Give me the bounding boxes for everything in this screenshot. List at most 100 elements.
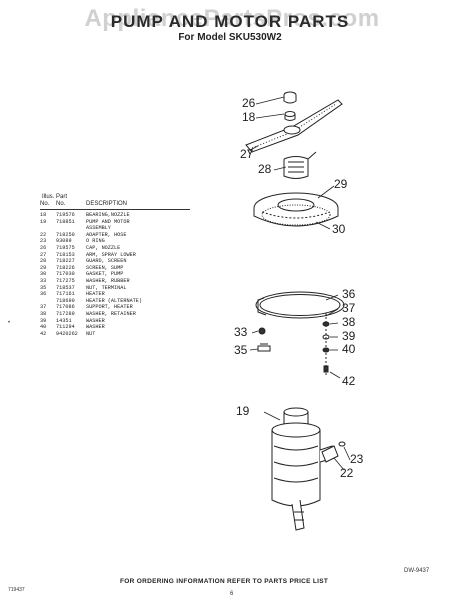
callout-29: 29: [334, 177, 348, 191]
pump-motor-assembly-drawing: [271, 407, 335, 531]
row-illus-no: 33: [40, 277, 47, 284]
row-description: HEATER (ALTERNATE): [86, 297, 143, 304]
document-code: 719437: [8, 587, 25, 593]
row-description: ASSEMBLY: [86, 225, 111, 232]
header-illus-part: Illus. Part: [42, 194, 68, 200]
row-part-no: 93089: [56, 238, 72, 245]
callout-26: 26: [242, 96, 256, 110]
row-part-no: 717289: [56, 310, 75, 317]
col-part-no: No.: [56, 201, 66, 207]
watermark-text: AppliancePartsPros.com: [84, 5, 380, 32]
sump-screen-drawing: [253, 192, 339, 227]
row-illus-no: 28: [40, 258, 47, 265]
row-description: CAP, NOZZLE: [86, 244, 121, 251]
row-illus-no: 23: [40, 238, 47, 245]
row-illus-no: 19: [40, 218, 47, 225]
row-description: GASKET, PUMP: [86, 271, 124, 278]
header-columns: No. No. DESCRIPTION: [40, 201, 190, 210]
row-illus-no: 37: [40, 304, 47, 311]
callout-36: 36: [342, 287, 356, 301]
callout-38: 38: [342, 315, 356, 329]
row-part-no: 717030: [56, 271, 75, 278]
row-illus-no: 18: [40, 212, 47, 218]
binder-hole-mark: •: [8, 320, 11, 326]
callout-35: 35: [234, 343, 248, 357]
row-description: WASHER, RUBBER: [86, 277, 130, 284]
callout-30: 30: [332, 222, 346, 236]
row-description: SUPPORT, HEATER: [86, 304, 133, 311]
callout-27: 27: [240, 147, 254, 161]
callout-33: 33: [234, 325, 248, 339]
row-illus-no: 40: [40, 324, 47, 331]
row-illus-no: 42: [40, 330, 47, 337]
row-part-no: 718250: [56, 231, 75, 238]
row-part-no: 718690: [56, 297, 75, 304]
parts-table-row: 37 717086 SUPPORT, HEATER: [40, 304, 190, 311]
row-description: BEARING,NOZZLE: [86, 212, 130, 218]
page-number: 6: [230, 591, 234, 597]
row-part-no: 717086: [56, 304, 75, 311]
row-description: WASHER, RETAINER: [86, 310, 136, 317]
row-illus-no: 36: [40, 291, 47, 298]
row-illus-no: 30: [40, 271, 47, 278]
parts-table-row: 36 717161 HEATER: [40, 291, 190, 298]
row-illus-no: 26: [40, 244, 47, 251]
parts-table-row: 33 717275 WASHER, RUBBER: [40, 278, 190, 285]
pump-gasket-drawing: [261, 204, 331, 226]
callout-22: 22: [340, 466, 354, 480]
row-description: NUT: [86, 330, 96, 337]
row-part-no: 9420262: [56, 330, 78, 337]
nozzle-cap-drawing: [283, 91, 297, 121]
row-description: ADAPTER, HOSE: [86, 231, 127, 238]
row-description: GUARD, SCREEN: [86, 258, 127, 265]
row-part-no: 718227: [56, 258, 75, 265]
row-description: SCREEN, SUMP: [86, 264, 124, 271]
parts-table-row: 28 718227 GUARD, SCREEN: [40, 258, 190, 265]
row-description: HEATER: [86, 291, 105, 298]
callout-37: 37: [342, 301, 356, 315]
parts-table-row: ASSEMBLY: [40, 225, 190, 232]
parts-table-row: 27 718153 ARM, SPRAY LOWER: [40, 252, 190, 259]
callout-42: 42: [342, 374, 356, 388]
row-part-no: 717161: [56, 291, 75, 298]
ordering-note: FOR ORDERING INFORMATION REFER TO PARTS …: [120, 578, 329, 585]
row-illus-no: 35: [40, 284, 47, 291]
callout-19: 19: [236, 404, 250, 418]
row-illus-no: 39: [40, 317, 47, 324]
row-part-no: 711294: [56, 324, 75, 331]
heater-drawing: [255, 291, 345, 319]
model-subtitle: For Model SKU530W2: [178, 32, 282, 43]
row-description: ARM, SPRAY LOWER: [86, 251, 136, 258]
row-part-no: 718851: [56, 218, 75, 225]
parts-table-row: 22 718250 ADAPTER, HOSE: [40, 232, 190, 239]
parts-table-row: 38 717289 WASHER, RETAINER: [40, 311, 190, 318]
callout-40: 40: [342, 342, 356, 356]
row-illus-no: 22: [40, 231, 47, 238]
row-part-no: 718153: [56, 251, 75, 258]
col-illus-no: No.: [40, 201, 50, 207]
parts-table-row: 35 718537 NUT, TERMINAL: [40, 285, 190, 292]
drawing-number: DW-9437: [404, 568, 430, 574]
row-illus-no: 27: [40, 251, 47, 258]
hardware-stack-drawing: [322, 313, 330, 376]
row-part-no: 718537: [56, 284, 75, 291]
row-illus-no: 38: [40, 310, 47, 317]
callout-23: 23: [350, 452, 364, 466]
col-description: DESCRIPTION: [86, 201, 128, 207]
row-part-no: 718226: [56, 264, 75, 271]
row-description: NUT, TERMINAL: [86, 284, 127, 291]
row-part-no: 717275: [56, 277, 75, 284]
spray-arm-drawing: [245, 99, 343, 155]
parts-table-row: 30 717030 GASKET, PUMP: [40, 271, 190, 278]
page-title: PUMP AND MOTOR PARTS: [110, 12, 350, 31]
row-part-no: 719575: [56, 244, 75, 251]
screen-guard-drawing: [283, 151, 317, 179]
